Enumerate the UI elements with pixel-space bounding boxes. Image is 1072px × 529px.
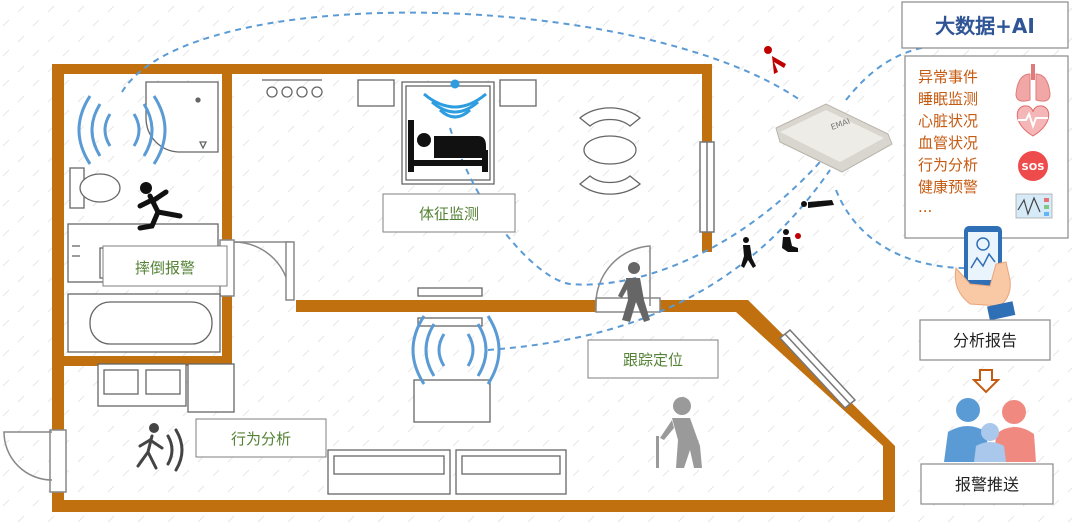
small-fall-icon-top	[764, 46, 786, 74]
wifi-icon-bed	[423, 79, 487, 119]
ai-features-panel: 异常事件 睡眠监测 心脏状况 血管状况 行为分析 健康预警 ... SOS	[904, 55, 1069, 239]
analysis-report-text: 分析报告	[953, 331, 1017, 350]
entrance-door	[3, 429, 67, 493]
zone-label-fall: 摔倒报警	[102, 245, 228, 287]
feature-item-1: 睡眠监测	[918, 90, 978, 108]
diagonal-window	[778, 328, 857, 410]
zone-label-tracking-text: 跟踪定位	[623, 351, 683, 369]
heart-rate-icon	[1016, 105, 1050, 137]
zone-label-behavior: 行为分析	[195, 418, 327, 458]
path-person-walking-icon	[741, 237, 756, 268]
sos-icon: SOS	[1018, 151, 1048, 181]
path-person-lying-icon	[801, 200, 834, 208]
family-group-icon	[944, 398, 1036, 462]
dashboard-icon	[1015, 193, 1053, 219]
behavior-person-icon	[136, 423, 184, 472]
sleeping-person-icon	[408, 120, 488, 172]
lungs-icon	[1015, 64, 1051, 102]
zone-label-tracking: 跟踪定位	[587, 339, 719, 379]
falling-person-icon	[137, 182, 183, 231]
ai-title-text: 大数据+AI	[935, 14, 1035, 38]
zone-label-vitals-text: 体征监测	[419, 205, 479, 223]
down-arrow-icon	[971, 369, 1001, 394]
walking-person-icon	[618, 262, 650, 322]
path-person-sitting-icon	[782, 229, 801, 252]
window-right	[699, 141, 715, 233]
alarm-push-box: 报警推送	[920, 463, 1054, 505]
phone-in-hand-icon	[954, 226, 1016, 321]
analysis-report-box: 分析报告	[919, 319, 1051, 361]
sos-icon-text: SOS	[1022, 162, 1045, 173]
router-device: EMAI	[775, 103, 893, 173]
zone-label-fall-text: 摔倒报警	[135, 259, 195, 277]
feature-item-6: ...	[918, 198, 932, 216]
elderly-person-icon	[656, 397, 702, 468]
furniture	[67, 79, 642, 495]
alarm-push-text: 报警推送	[955, 475, 1019, 494]
feature-item-2: 心脏状况	[918, 112, 978, 130]
ai-title-box: 大数据+AI	[901, 1, 1069, 49]
zone-label-behavior-text: 行为分析	[231, 430, 291, 448]
feature-item-4: 行为分析	[918, 156, 978, 174]
feature-item-5: 健康预警	[918, 178, 978, 196]
feature-item-0: 异常事件	[918, 68, 978, 86]
feature-item-3: 血管状况	[918, 134, 978, 152]
zone-label-vitals: 体征监测	[382, 193, 516, 233]
floor-plan-walls	[52, 64, 895, 512]
